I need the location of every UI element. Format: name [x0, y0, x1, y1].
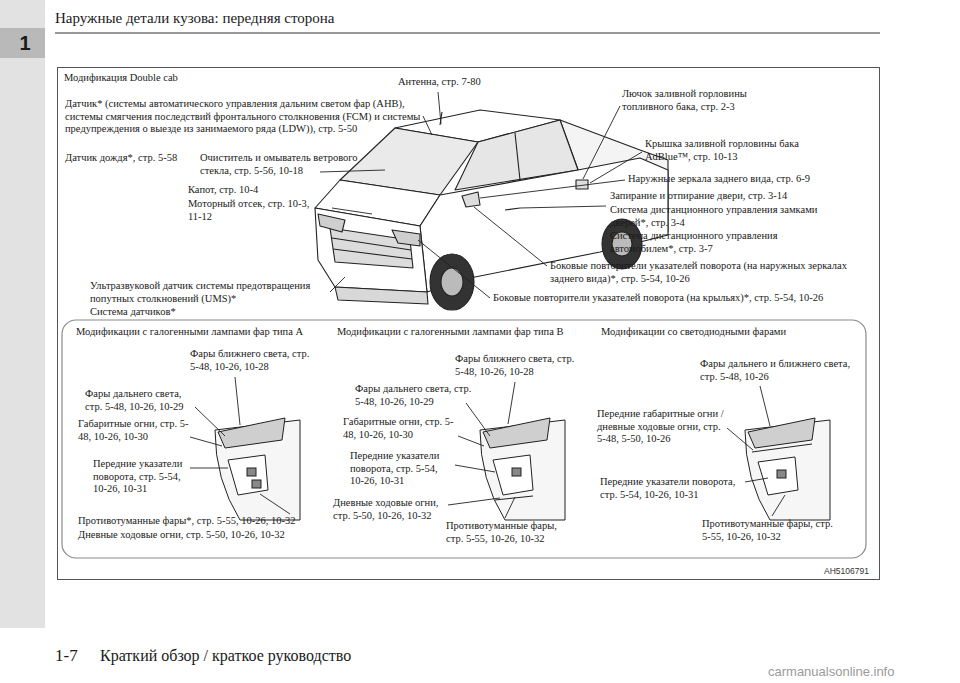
watermark: carmanualsonline.info	[768, 664, 948, 680]
page-number: 1-7	[55, 646, 95, 666]
callout-text: Фары ближнего света, стр. 5-48, 10-26, 1…	[190, 348, 315, 373]
section-heading: Модификации с галогенными лампами фар ти…	[337, 326, 597, 339]
callout-text: Фары дальнего света, стр. 5-48, 10-26, 1…	[85, 388, 200, 413]
callout-text: Боковые повторители указателей поворота …	[493, 292, 873, 305]
callout-text: Передние габаритные огни / дневные ходов…	[597, 408, 727, 446]
leader-lines	[190, 377, 785, 518]
headlight-figure	[215, 418, 300, 520]
callout-text: Система дистанционного управления автомо…	[610, 230, 825, 255]
footer-text: Краткий обзор / краткое руководство	[100, 646, 420, 665]
callout-text: Передние указатели поворота, стр. 5-54, …	[600, 476, 745, 501]
callout-text: Наружные зеркала заднего вида, стр. 6-9	[628, 173, 873, 186]
lamp-panel	[62, 320, 866, 558]
callout-text: Дневные ходовые огни, стр. 5-50, 10-26, …	[78, 529, 328, 542]
callout-text: Очиститель и омыватель ветрового стекла,…	[200, 152, 380, 177]
callout-text: Система дистанционного управления замкам…	[610, 204, 850, 229]
callout-text: Моторный отсек, стр. 10-3, 11-12	[188, 198, 323, 223]
figure-code: AH5106791	[824, 566, 884, 576]
section-heading: Модификации со светодиодными фарами	[601, 326, 861, 339]
callout-text: Боковые повторители указателей поворота …	[550, 260, 875, 285]
side-band	[0, 0, 45, 628]
callout-text: Антенна, стр. 7-80	[398, 76, 528, 89]
callout-text: Запирание и отпирание двери, стр. 3-14	[610, 190, 865, 203]
callout-text: Передние указатели поворота, стр. 5-54, …	[350, 450, 454, 488]
callout-text: Крышка заливной горловины бака AdBlue™, …	[645, 138, 825, 163]
chapter-number: 1	[15, 31, 35, 55]
callout-text: Габаритные огни, стр. 5-48, 10-26, 10-30	[78, 418, 193, 443]
callout-text: Лючок заливной горловины топливного бака…	[622, 88, 787, 113]
callout-text: Противотуманные фары*, стр. 5-55, 10-26,…	[78, 515, 328, 528]
callout-text: Противотуманные фары, стр. 5-55, 10-26, …	[702, 518, 842, 543]
header-rule	[55, 33, 880, 34]
callout-text: Дневные ходовые огни, стр. 5-50, 10-26, …	[333, 497, 448, 522]
headlight-figure	[480, 418, 565, 520]
headlight-figure	[745, 418, 830, 520]
callout-text: Датчик* (системы автоматического управле…	[65, 98, 421, 136]
callout-text: Фары дальнего и ближнего света, стр. 5-4…	[700, 358, 865, 383]
callout-text: Ультразвуковой датчик системы предотвращ…	[90, 280, 335, 305]
callout-text: Капот, стр. 10-4	[188, 184, 328, 197]
callout-text: Противотуманные фары, стр. 5-55, 10-26, …	[446, 520, 571, 545]
section-heading: Модификации с галогенными лампами фар ти…	[76, 326, 329, 339]
callout-text: Система датчиков*	[90, 306, 290, 319]
chapter-tab	[0, 28, 45, 58]
callout-text: Фары ближнего света, стр. 5-48, 10-26, 1…	[455, 353, 580, 378]
page-title: Наружные детали кузова: передняя сторона	[55, 10, 334, 27]
callout-text: Передние указатели поворота, стр. 5-54, …	[93, 458, 193, 496]
callout-text: Датчик дождя*, стр. 5-58	[65, 152, 195, 165]
callout-text: Габаритные огни, стр. 5-48, 10-26, 10-30	[343, 416, 461, 441]
callout-text: Фары дальнего света, стр. 5-48, 10-26, 1…	[355, 383, 473, 408]
